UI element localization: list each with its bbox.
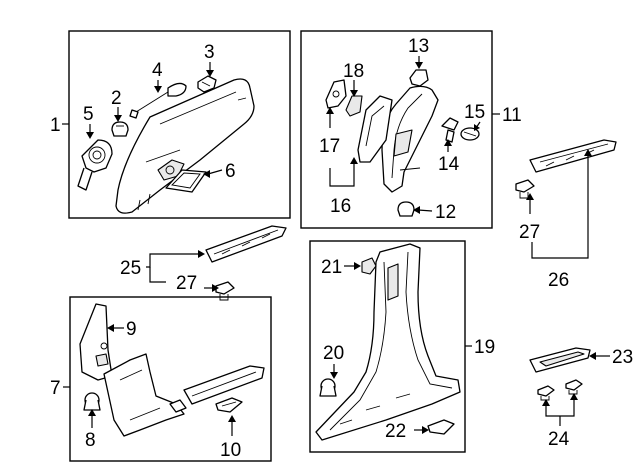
tweeter-speaker — [77, 139, 113, 191]
clip-27-left — [215, 281, 235, 301]
bracket-18 — [345, 95, 363, 117]
callout-23: 23 — [612, 347, 633, 368]
screw-14 — [441, 117, 459, 143]
clip-3 — [197, 75, 217, 93]
cap-15 — [460, 127, 480, 141]
pillar-bracket-9 — [79, 303, 113, 381]
callout-labels: 1 2 3 4 5 6 11 12 13 14 15 16 17 18 27 2… — [50, 36, 633, 461]
tether-strap — [129, 82, 187, 119]
callout-12: 12 — [435, 202, 456, 223]
sill-plate-25 — [205, 225, 287, 263]
callout-7: 7 — [50, 378, 61, 399]
clip-10 — [215, 397, 243, 413]
retainer-clip-2 — [111, 121, 129, 137]
callout-9: 9 — [126, 319, 137, 340]
callout-18: 18 — [343, 61, 364, 82]
retainer-20 — [319, 378, 337, 397]
callout-16: 16 — [330, 196, 351, 217]
callout-14: 14 — [438, 154, 460, 175]
callout-21: 21 — [321, 257, 342, 278]
callout-8: 8 — [85, 430, 96, 451]
callout-6: 6 — [225, 161, 236, 182]
trim-seal — [165, 169, 207, 193]
retainer-8 — [83, 392, 101, 411]
callout-15: 15 — [464, 102, 485, 123]
sill-plate-26 — [529, 139, 617, 173]
bracket-17 — [325, 79, 347, 109]
callout-27-left: 27 — [176, 273, 197, 294]
callout-13: 13 — [408, 36, 429, 57]
callout-25: 25 — [120, 258, 141, 279]
callout-27-right: 27 — [519, 222, 540, 243]
sill-trim-23 — [529, 347, 591, 373]
group-7-frame — [69, 296, 272, 462]
lower-pillar-trim — [103, 353, 187, 437]
callout-11: 11 — [502, 105, 522, 126]
callout-19: 19 — [474, 337, 495, 358]
windshield-pillar-trim — [115, 78, 255, 214]
callout-4: 4 — [152, 60, 163, 81]
clip-27-right — [515, 179, 535, 199]
callout-3: 3 — [204, 42, 215, 63]
callout-17: 17 — [319, 136, 340, 157]
group-11-frame — [300, 30, 493, 229]
upper-trim-panel — [357, 95, 393, 163]
callout-1: 1 — [50, 115, 61, 136]
callout-10: 10 — [220, 440, 241, 461]
clip-21 — [361, 257, 377, 275]
sill-trim-7 — [183, 365, 265, 405]
callout-2: 2 — [111, 88, 122, 109]
leader-lines — [62, 56, 610, 436]
callout-24: 24 — [548, 429, 570, 450]
clip-13 — [409, 69, 429, 87]
clip-22 — [427, 419, 455, 435]
callout-20: 20 — [323, 343, 344, 364]
lower-center-pillar-trim — [315, 243, 461, 441]
clip-24-right — [565, 379, 583, 395]
callout-26: 26 — [548, 270, 569, 291]
clip-24-left — [537, 385, 555, 401]
center-pillar-upper-trim — [381, 85, 439, 193]
callout-5: 5 — [83, 104, 94, 125]
clip-12 — [397, 201, 415, 217]
callout-22: 22 — [385, 421, 406, 442]
